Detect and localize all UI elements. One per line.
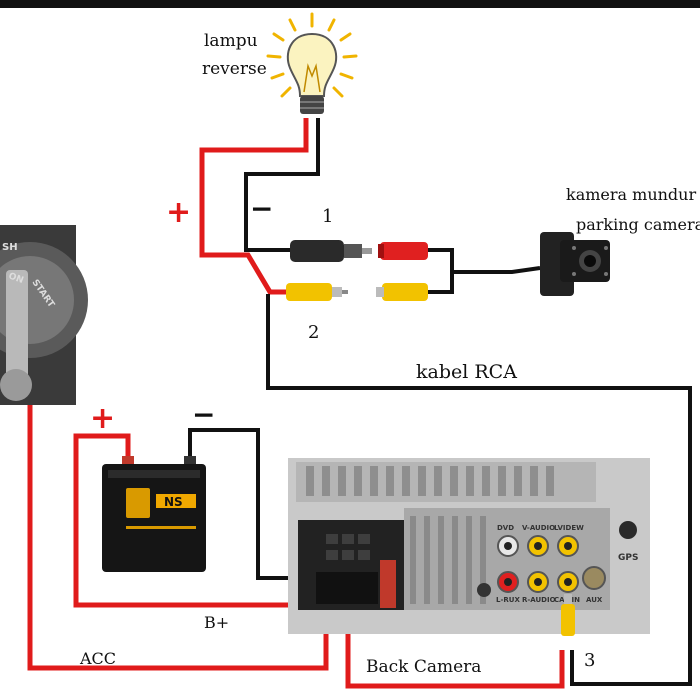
b-plus-label: B+ [204, 613, 229, 632]
camera-label-line2: parking camera [576, 215, 700, 234]
lamp-label-line1: lampu [204, 31, 258, 51]
battery-minus-sign: − [192, 398, 215, 431]
port-label-r-audio: R-AUDIO [522, 596, 556, 604]
rca-jack-yellow [376, 283, 428, 301]
lamp-label-line2: reverse [202, 59, 267, 79]
point-1-label: 1 [322, 206, 333, 227]
negative-wires [188, 118, 692, 686]
back-camera-label: Back Camera [366, 657, 481, 677]
camera-cable-branch [428, 272, 454, 294]
battery-positive-terminal [122, 456, 134, 466]
aux-port [582, 566, 606, 590]
port-label-aux: AUX [586, 596, 603, 604]
gps-port [619, 521, 637, 539]
lamp-minus-sign: − [250, 192, 273, 225]
battery-negative-terminal [184, 456, 196, 466]
port-label-lvidew: LVIDEW [554, 524, 584, 532]
rca-cable-label: kabel RCA [416, 361, 517, 383]
back-camera-wire [345, 600, 565, 689]
lamp-socket [300, 96, 324, 114]
rca-plug-2-yellow [286, 283, 348, 301]
parking-camera [540, 232, 610, 296]
reverse-lamp [266, 12, 358, 114]
gps-label: GPS [618, 553, 638, 563]
battery-negative-wire [188, 428, 318, 580]
point-2-label: 2 [308, 322, 319, 343]
rca-jack-red [378, 242, 428, 260]
acc-label: ACC [79, 649, 116, 668]
port-label-dvd: DVD [497, 524, 514, 532]
rca-port-row-top [497, 535, 579, 557]
battery-brand-badge [156, 494, 196, 508]
rca-plug-3-yellow [561, 594, 575, 636]
battery-plus-sign: + [90, 401, 115, 436]
battery-brand: NS [164, 495, 183, 509]
lamp-bulb-glass [286, 32, 338, 97]
ignition-switch: SH ON START [0, 225, 88, 405]
port-label-l-rux: L-RUX [496, 596, 520, 604]
ignition-text-on: ON [7, 271, 25, 286]
power-harness-plug [316, 572, 378, 604]
lamp-negative-wire [244, 118, 320, 252]
port-label-v-audio: V-AUDIO [522, 524, 555, 532]
battery-positive-wire [73, 433, 318, 608]
rca-plug-1-black [290, 240, 372, 262]
top-border [0, 0, 700, 8]
lamp-glow-rays [266, 12, 358, 98]
point-3-label: 3 [584, 650, 595, 671]
rca-port-row-bottom [477, 566, 606, 597]
car-battery: NS [102, 456, 206, 572]
camera-cable [428, 248, 541, 274]
head-unit-rear-panel: GPS DVD V-AUDIO LVIDEW L-RUX R-AUDIO CAM… [288, 458, 650, 634]
rca-video-cable [266, 294, 692, 686]
lamp-positive-wire [199, 118, 309, 295]
camera-label-line1: kamera mundur [566, 185, 696, 204]
ignition-text-acc: SH [2, 242, 18, 253]
lamp-plus-sign: + [166, 195, 191, 230]
